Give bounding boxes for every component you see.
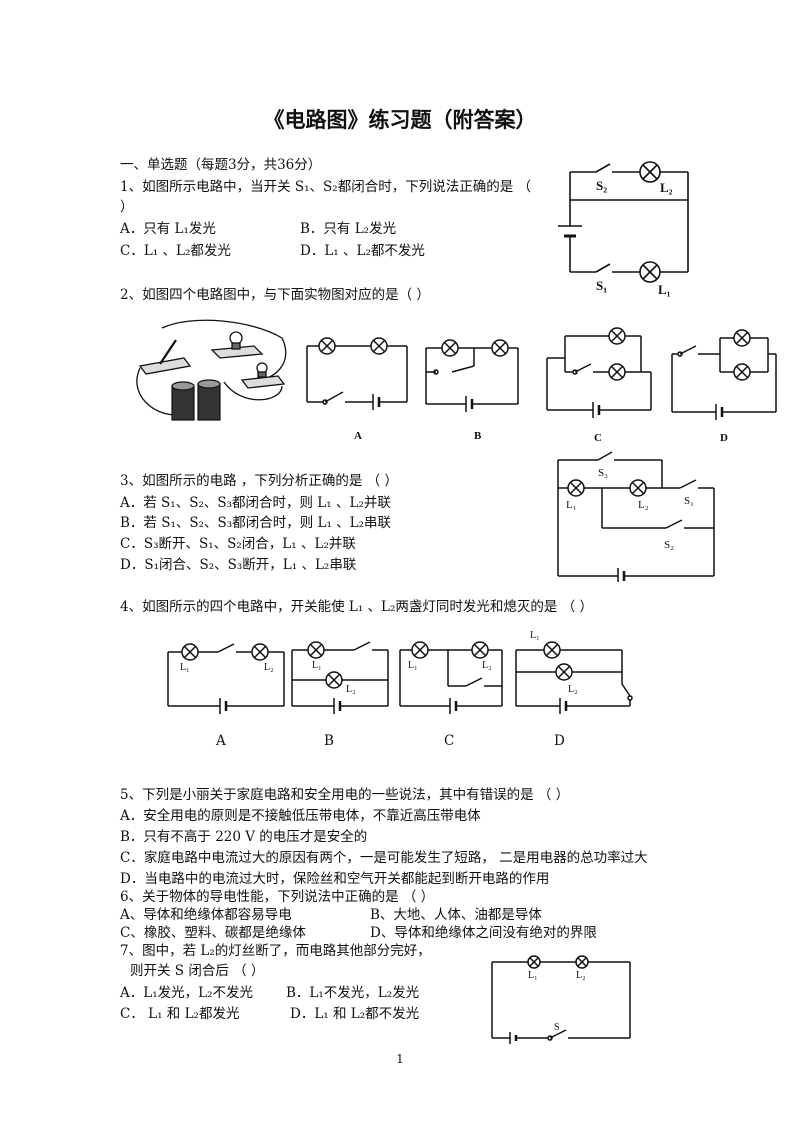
q6-option-d: D、导体和绝缘体之间没有绝对的界限 — [370, 925, 597, 941]
q7-stem: 7、图中，若 L₂的灯丝断了，而电路其他部分完好， — [120, 943, 431, 959]
q3-fig-s3: S₃ — [598, 467, 608, 479]
q4c-l1: L₁ — [408, 660, 418, 671]
q5-stem: 5、下列是小丽关于家庭电路和安全用电的一些说法，其中有错误的是 （ ） — [120, 787, 570, 803]
q4-label-d: D — [554, 733, 565, 749]
q3-option-c: C．S₃断开、S₁、S₂闭合，L₁ 、L₂并联 — [120, 536, 356, 552]
q7-option-a: A．L₁发光，L₂不发光 — [120, 985, 254, 1001]
q7-option-b: B．L₁不发光，L₂发光 — [286, 985, 420, 1001]
q6-stem: 6、关于物体的导电性能，下列说法中正确的是 （ ） — [120, 889, 435, 905]
q2-circuit-d — [668, 322, 780, 420]
q1-option-a: A．只有 L₁发光 — [120, 221, 216, 237]
q4-label-b: B — [324, 733, 334, 749]
q4b-l2: L₂ — [346, 684, 356, 695]
q1-stem-cont: ） — [120, 199, 134, 215]
q1-stem: 1、如图所示电路中，当开关 S₁、S₂都闭合时，下列说法正确的是 （ — [120, 179, 531, 195]
q1-fig-l2: L₂ — [660, 180, 673, 195]
q5-option-a: A．安全用电的原则是不接触低压带电体，不靠近高压带电体 — [120, 808, 481, 824]
q3-circuit-figure: S₃ L₁ L₂ S₁ S₂ — [554, 448, 720, 582]
q7-circuit-figure: L₁ L₂ S — [488, 950, 634, 1046]
q4-circuit-d: L₁ L₂ — [512, 624, 636, 720]
q5-option-b: B．只有不高于 220 V 的电压才是安全的 — [120, 829, 368, 845]
q4d-l1: L₁ — [530, 630, 540, 641]
q4d-l2: L₂ — [568, 684, 578, 695]
q7-option-d: D．L₁ 和 L₂都不发光 — [290, 1006, 420, 1022]
q1-option-b: B．只有 L₂发光 — [300, 221, 397, 237]
q3-option-d: D．S₁闭合、S₂、S₃断开，L₁ 、L₂串联 — [120, 557, 357, 573]
q3-fig-l1: L₁ — [566, 499, 577, 511]
q5-option-d: D．当电路中的电流过大时，保险丝和空气开关都能起到断开电路的作用 — [120, 871, 550, 887]
q3-option-a: A．若 S₁、S₂、S₃都闭合时，则 L₁ 、L₂并联 — [120, 495, 391, 511]
q4b-l1: L₁ — [312, 660, 322, 671]
q2-stem: 2、如图四个电路图中，与下面实物图对应的是（ ） — [120, 287, 430, 303]
q7-stem-cont: 则开关 S 闭合后 （ ） — [130, 963, 265, 979]
q1-fig-s2: S₂ — [596, 178, 607, 193]
q4-label-c: C — [444, 733, 455, 749]
q2-label-d: D — [720, 432, 728, 444]
q1-circuit-figure: S₂ L₂ S₁ L₁ — [548, 150, 698, 300]
q2-label-a: A — [354, 430, 362, 442]
q2-circuit-b — [422, 330, 522, 414]
q2-physical-circuit-figure — [132, 318, 292, 428]
q4-stem: 4、如图所示的四个电路中，开关能使 L₁ 、L₂两盏灯同时发光和熄灭的是 （ ） — [120, 599, 594, 615]
q7-fig-s: S — [554, 1022, 560, 1033]
q4-label-a: A — [216, 733, 226, 749]
page-title: 《电路图》练习题（附答案） — [263, 108, 537, 132]
q1-fig-s1: S₁ — [596, 278, 607, 293]
q6-option-a: A、导体和绝缘体都容易导电 — [120, 907, 292, 923]
q1-fig-l1: L₁ — [658, 282, 671, 297]
q4-circuit-b: L₁ L₂ — [288, 636, 392, 720]
q7-fig-l2: L₂ — [576, 970, 586, 981]
q1-option-d: D．L₁ 、L₂都不发光 — [300, 243, 425, 259]
q2-label-c: C — [594, 432, 602, 444]
page-number: 1 — [396, 1052, 404, 1066]
q3-fig-s2: S₂ — [664, 539, 674, 551]
q7-fig-l1: L₁ — [528, 970, 538, 981]
section-heading: 一、单选题（每题3分，共36分） — [120, 157, 322, 173]
q4a-l2: L₂ — [264, 662, 274, 673]
q3-fig-s1: S₁ — [684, 495, 694, 507]
q3-stem: 3、如图所示的电路 ，下列分析正确的是 （ ） — [120, 473, 398, 489]
q4a-l1: L₁ — [180, 662, 190, 673]
q7-option-c: C． L₁ 和 L₂都发光 — [120, 1006, 240, 1022]
q5-option-c: C．家庭电路中电流过大的原因有两个，一是可能发生了短路， 二是用电器的总功率过大 — [120, 850, 648, 866]
q6-option-b: B、大地、人体、油都是导体 — [370, 907, 542, 923]
q2-label-b: B — [474, 430, 482, 442]
q2-circuit-c — [543, 320, 655, 420]
q3-fig-l2: L₂ — [638, 499, 649, 511]
q4-circuit-a: L₁ L₂ — [164, 636, 288, 720]
q6-option-c: C、橡胶、塑料、碳都是绝缘体 — [120, 925, 306, 941]
q4-circuit-c: L₁ L₂ — [396, 636, 506, 720]
q1-option-c: C．L₁ 、L₂都发光 — [120, 243, 231, 259]
q3-option-b: B．若 S₁、S₂、S₃都闭合时，则 L₁ 、L₂串联 — [120, 515, 392, 531]
q4c-l2: L₂ — [482, 660, 492, 671]
q2-circuit-a — [303, 326, 411, 414]
